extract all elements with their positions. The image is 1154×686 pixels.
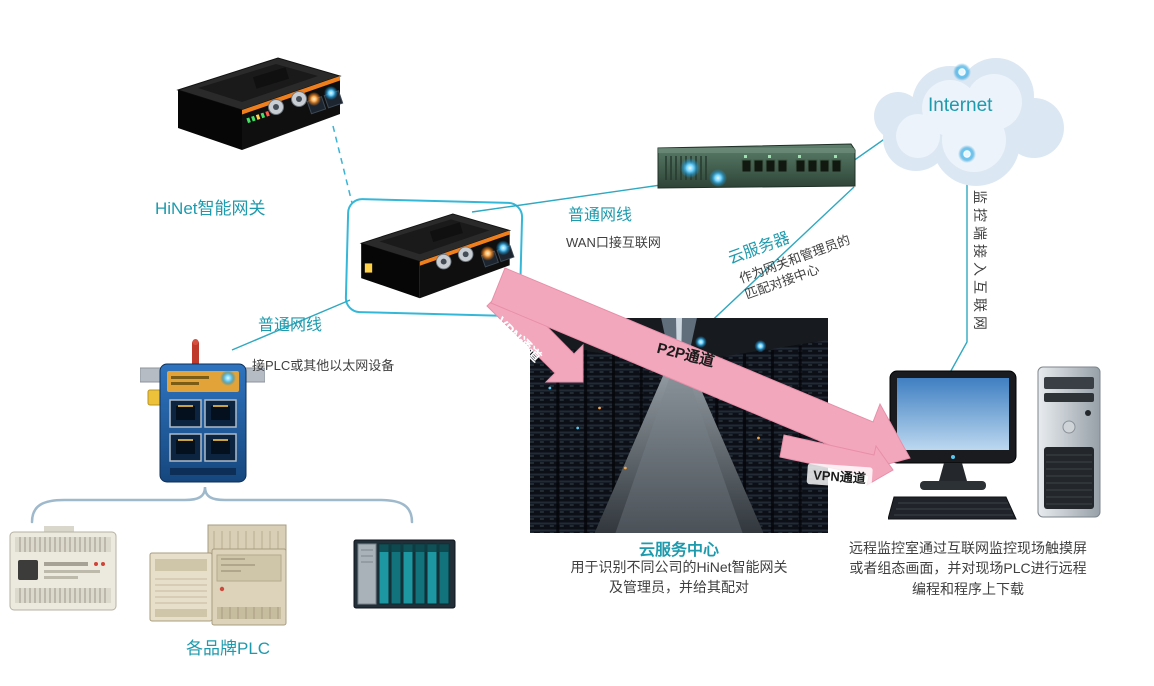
description-line: 及管理员，并给其配对 [609, 579, 749, 596]
description-line: 或者组态画面，并对现场PLC进行远程 [849, 560, 1087, 577]
rack-switch-graphic [657, 143, 856, 189]
plc-beige-graphic [149, 524, 287, 626]
cable-server-to-switch-line [701, 186, 855, 331]
wan-note-label: WAN口接互联网 [566, 235, 661, 250]
hinet-gateway-highlighted-graphic [359, 213, 515, 299]
service-center-description: 用于识别不同公司的HiNet智能网关 及管理员，并给其配对 [515, 557, 843, 598]
internet-cloud [858, 46, 1070, 191]
vpn-channel-right-label: VPN通道 [806, 463, 873, 489]
cable-gateway-to-switch-line [471, 183, 669, 213]
plc-device-teal [352, 526, 457, 621]
callout-dashed-line [332, 125, 353, 204]
desktop-computer [888, 365, 1106, 527]
cable-gateway-to-plc-switch-line [231, 299, 351, 351]
hinet-gateway-graphic [176, 57, 344, 150]
internet-label: Internet [928, 95, 993, 116]
hinet-gateway-device [168, 50, 348, 160]
plc-device-beige-group [148, 523, 288, 628]
rack-switch-device [652, 136, 857, 194]
cable-cloud-to-computer-line [946, 158, 968, 379]
monitor-access-label: 监控端接入互联网 [972, 190, 988, 334]
plc-connection-note: 接PLC或其他以太网设备 [252, 358, 395, 373]
description-line: 远程监控室通过互联网监控现场触摸屏 [849, 540, 1087, 556]
plc-teal-graphic [353, 539, 456, 609]
service-center-title: 云服务中心 [638, 542, 719, 559]
cable-top-label: 普通网线 [568, 207, 633, 224]
hinet-gateway-label: HiNet智能网关 [155, 199, 266, 218]
cable-left-label: 普通网线 [258, 317, 323, 334]
industrial-switch-device [140, 338, 265, 488]
plc-white-graphic [9, 526, 117, 611]
plc-device-white [8, 520, 118, 620]
industrial-switch-graphic [140, 339, 265, 483]
description-line: 编程和程序上下载 [912, 580, 1024, 597]
description-line: 用于识别不同公司的HiNet智能网关 [570, 559, 788, 575]
antenna [192, 340, 199, 370]
remote-monitor-description: 远程监控室通过互联网监控现场触摸屏 或者组态画面，并对现场PLC进行远程 编程和… [822, 538, 1114, 599]
plc-group-brace [30, 486, 414, 524]
internet-cloud-graphic [874, 58, 1064, 186]
desktop-computer-graphic [888, 366, 1101, 520]
hinet-gateway-device-highlighted [352, 206, 517, 308]
gateway-highlight-box [344, 198, 524, 317]
plc-brands-label: 各品牌PLC [186, 639, 271, 658]
